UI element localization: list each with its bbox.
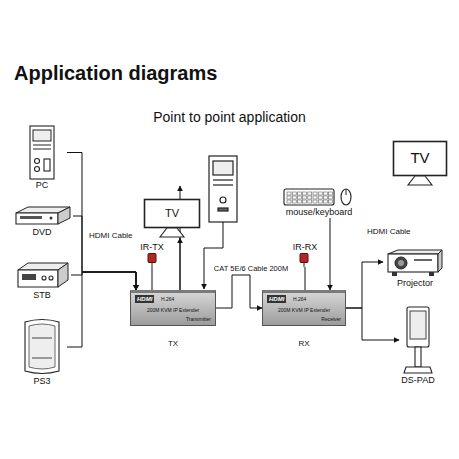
cable-connector bbox=[67, 272, 136, 347]
tv-node: TV bbox=[143, 198, 201, 238]
device-label: DS-PAD bbox=[399, 375, 437, 386]
pc-slot bbox=[213, 184, 233, 185]
device-node: IR-RX bbox=[291, 242, 319, 267]
unit-label: RX bbox=[263, 339, 345, 349]
cable-connector bbox=[330, 218, 331, 290]
device-label: DVD bbox=[11, 227, 73, 238]
pc-slot bbox=[213, 179, 233, 180]
device-node: PS3 bbox=[17, 318, 67, 387]
device-node: PC bbox=[17, 125, 67, 191]
unit-label: TX bbox=[131, 339, 215, 349]
usb-wire bbox=[204, 222, 223, 289]
cable-connector bbox=[346, 262, 383, 308]
extender-box: HDMIH.264200M KVM IP ExtenderReceiverRX bbox=[262, 290, 346, 326]
device-icon bbox=[12, 205, 72, 227]
pc-case bbox=[209, 156, 237, 222]
cable-label: CAT 5E/6 Cable 200M bbox=[213, 264, 289, 273]
cable-label: HDMI Cable bbox=[89, 231, 133, 240]
device-node: IR-TX bbox=[139, 242, 165, 267]
device-label: STB bbox=[13, 290, 71, 301]
cable-connector bbox=[67, 153, 136, 291]
title: Application diagrams bbox=[14, 62, 217, 85]
cable-connector bbox=[346, 308, 399, 340]
subtitle: Point to point application bbox=[0, 109, 459, 125]
cable-connector bbox=[216, 275, 262, 308]
role-label: Transmitter bbox=[186, 316, 211, 322]
tv-label: TV bbox=[392, 140, 448, 176]
device-node: DS-PAD bbox=[399, 305, 437, 386]
pc-button bbox=[220, 197, 226, 203]
tv-node: TV bbox=[392, 140, 448, 186]
device-icon bbox=[282, 185, 356, 207]
cable-connector bbox=[71, 272, 136, 290]
pc-bay bbox=[213, 161, 233, 175]
device-label: mouse/keyboard bbox=[281, 207, 357, 218]
tv-label: TV bbox=[143, 198, 201, 228]
hdmi-logo: HDMI bbox=[267, 295, 286, 303]
model-label: 200M KVM IP Extender bbox=[131, 307, 215, 313]
device-label: PC bbox=[17, 180, 67, 191]
device-icon bbox=[140, 253, 164, 267]
codec-label: H.264 bbox=[161, 296, 174, 302]
cable-connector bbox=[152, 267, 153, 290]
device-icon bbox=[292, 253, 318, 267]
device-icon bbox=[14, 260, 70, 290]
device-label: PS3 bbox=[17, 376, 67, 387]
hdmi-logo: HDMI bbox=[135, 295, 154, 303]
device-node: Projector bbox=[383, 246, 447, 289]
device-label: IR-TX bbox=[139, 242, 165, 253]
device-node: mouse/keyboard bbox=[281, 185, 357, 218]
device-node: STB bbox=[13, 260, 71, 301]
codec-label: H.264 bbox=[293, 296, 306, 302]
cable-label: HDMI Cable bbox=[367, 227, 411, 236]
device-node: DVD bbox=[11, 205, 73, 238]
pc-led bbox=[218, 208, 228, 211]
device-icon bbox=[400, 305, 436, 375]
device-label: Projector bbox=[383, 278, 447, 289]
cable-connector bbox=[305, 267, 306, 290]
role-label: Receiver bbox=[321, 316, 341, 322]
pc-tower bbox=[209, 156, 237, 222]
device-label: IR-RX bbox=[291, 242, 319, 253]
device-icon bbox=[18, 318, 66, 376]
extender-box: HDMI H.264 200M KVM IP ExtenderTransmitter… bbox=[130, 290, 216, 326]
device-icon bbox=[18, 125, 66, 180]
device-icon bbox=[384, 246, 446, 278]
model-label: 200M KVM IP Extender bbox=[263, 307, 345, 313]
